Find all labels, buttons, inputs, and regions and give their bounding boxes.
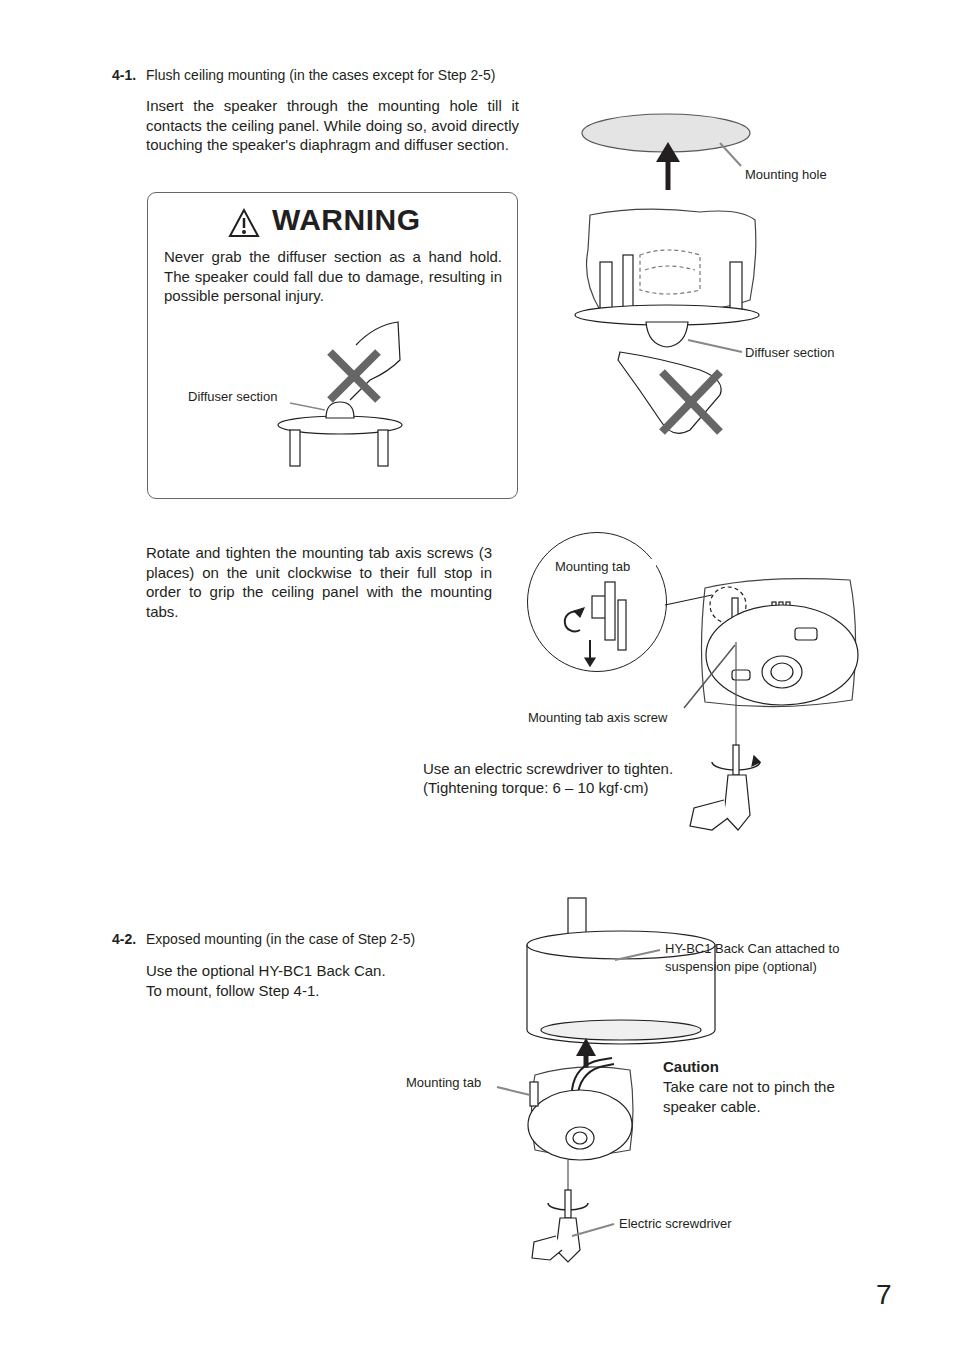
instruction-text: Use the optional HY-BC1 Back Can. — [146, 961, 386, 981]
instruction-text: Rotate and tighten the mounting tab axis… — [146, 543, 492, 621]
part-name: Diffuser section — [188, 389, 277, 406]
step-heading: Exposed mounting (in the case of Step 2-… — [146, 930, 415, 948]
step-heading: Flush ceiling mounting (in the cases exc… — [146, 66, 495, 84]
instruction-text: To mount, follow Step 4-1. — [146, 981, 319, 1001]
part-name: Electric screwdriver — [619, 1216, 732, 1233]
part-name: Mounting tab — [406, 1075, 481, 1092]
warning-heading: WARNING — [272, 203, 492, 237]
warning-box: WARNING Never grab the diffuser section a… — [147, 192, 518, 499]
caution-text: Take care not to pinch the speaker cable… — [663, 1077, 838, 1117]
part-name: Diffuser section — [745, 345, 834, 362]
note-text: (Tightening torque: 6 – 10 kgf·cm) — [423, 778, 648, 798]
warning-text: Never grab the diffuser section as a han… — [164, 247, 502, 306]
part-name: HY-BC1 Back Can attached to suspension p… — [665, 940, 860, 975]
part-name: Mounting hole — [745, 167, 827, 184]
step-number: 4-2. — [112, 930, 136, 948]
part-name: Mounting tab axis screw — [528, 710, 667, 727]
note-text: Use an electric screwdriver to tighten. — [423, 759, 673, 779]
magnifier-circle: Mounting tab — [527, 532, 667, 672]
caution-heading: Caution — [663, 1057, 719, 1077]
step-number: 4-1. — [112, 66, 136, 84]
instruction-text: Insert the speaker through the mounting … — [146, 96, 519, 155]
page-number: 7 — [876, 1277, 892, 1313]
part-name: Mounting tab — [554, 559, 656, 574]
